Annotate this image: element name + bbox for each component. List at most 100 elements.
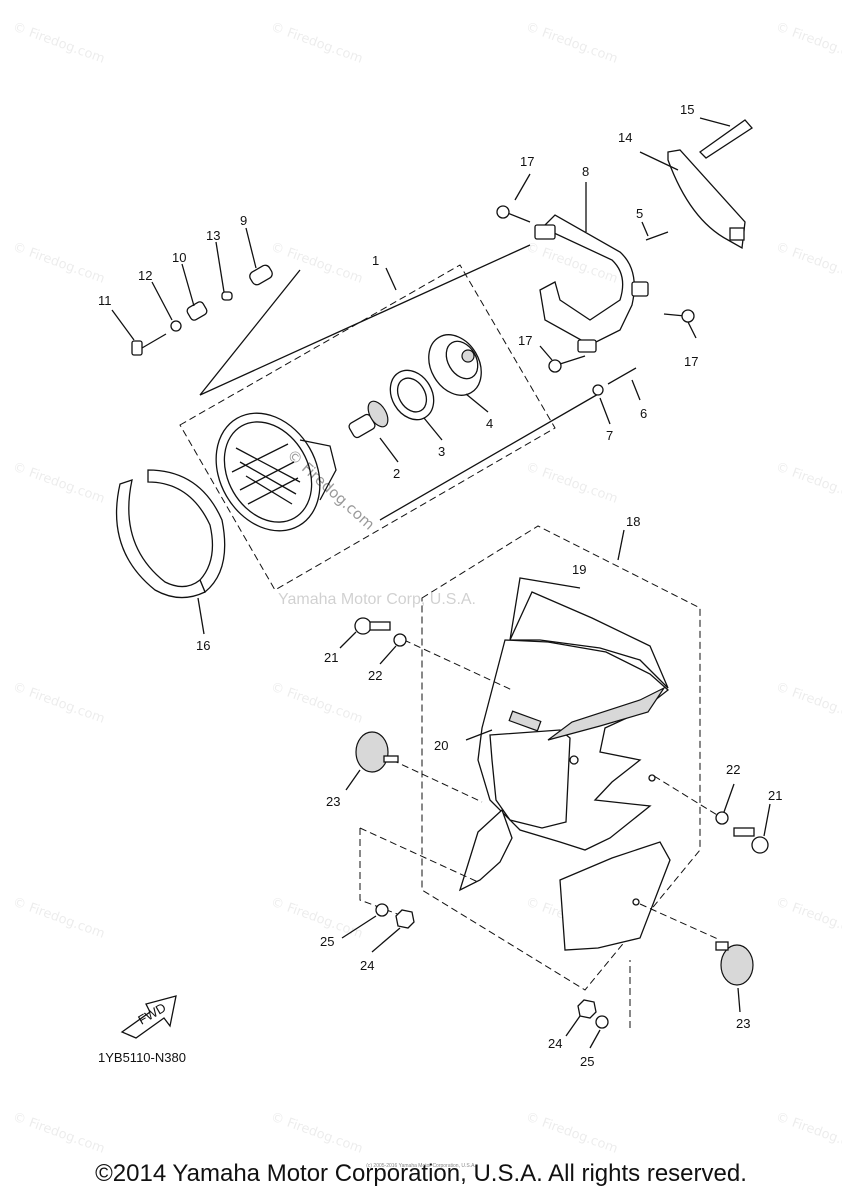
bracket-cover (667, 149, 746, 250)
part-label-13: 13 (206, 228, 220, 243)
leader-line (639, 903, 721, 941)
part-13-pin (221, 291, 233, 301)
adjuster-parts (131, 264, 273, 356)
watermark: © Firedog.com (524, 240, 620, 287)
watermark: © Firedog.com (774, 895, 842, 942)
diagram-code: 1YB5110-N380 (98, 1050, 186, 1065)
part-label-4: 4 (486, 416, 493, 431)
part-label-12: 12 (138, 268, 152, 283)
leader-line (403, 639, 513, 691)
bulb (348, 400, 389, 439)
watermark: © Firedog.com (11, 1110, 107, 1157)
watermark: © Firedog.com (11, 460, 107, 507)
part-label-18: 18 (626, 514, 640, 529)
label-leaders (111, 117, 771, 1049)
part-label-17-top: 17 (520, 154, 534, 169)
watermark: © Firedog.com (269, 20, 365, 67)
headlight-assembly (131, 244, 637, 591)
watermark: © Firedog.com (524, 20, 620, 67)
watermark: © Firedog.com (11, 895, 107, 942)
watermark: © Firedog.com (774, 20, 842, 67)
washer-25-right (595, 1015, 609, 1029)
part-label-23-left: 23 (326, 794, 340, 809)
part-9-collar (249, 264, 273, 286)
watermark: © Firedog.com (774, 1110, 842, 1157)
part-label-19: 19 (572, 562, 586, 577)
leader-line (199, 244, 531, 396)
part-label-15: 15 (680, 102, 694, 117)
cowl-body (477, 639, 670, 851)
watermark-layer: © Firedog.com © Firedog.com © Firedog.co… (11, 20, 842, 1157)
watermark: © Firedog.com (269, 1110, 365, 1157)
center-watermark: Yamaha Motor Corp, U.S.A. (278, 591, 476, 608)
watermark: © Firedog.com (774, 240, 842, 287)
right-side-panel (559, 841, 671, 951)
part-10-bushing (186, 301, 208, 321)
part-label-2: 2 (393, 466, 400, 481)
bolt-21-right (733, 827, 769, 854)
part-label-20: 20 (434, 738, 448, 753)
part-label-22-left: 22 (368, 668, 382, 683)
left-side-panel (458, 808, 513, 892)
part-label-3: 3 (438, 444, 445, 459)
watermark: © Firedog.com (11, 680, 107, 727)
watermark: © Firedog.com (269, 240, 365, 287)
part-label-10: 10 (172, 250, 186, 265)
part-label-16: 16 (196, 638, 210, 653)
adjuster-screw (592, 367, 637, 396)
headlight-bracket (534, 214, 649, 353)
part-label-11: 11 (98, 293, 112, 308)
watermark: © Firedog.com (524, 460, 620, 507)
washer-22-left (393, 633, 407, 647)
bolt-21-left (354, 617, 391, 635)
mount-hole (648, 774, 656, 782)
nut-24-right (577, 999, 597, 1019)
bulb-ring (389, 369, 435, 421)
part-label-24-left: 24 (360, 958, 374, 973)
part-label-25-right: 25 (580, 1054, 594, 1069)
watermark: © Firedog.com (269, 895, 365, 942)
fwd-arrow: FWD (120, 995, 177, 1039)
part-label-17-left: 17 (518, 333, 532, 348)
part-label-6: 6 (640, 406, 647, 421)
watermark: © Firedog.com (774, 460, 842, 507)
part-label-24-right: 24 (548, 1036, 562, 1051)
watermark: © Firedog.com (11, 240, 107, 287)
watermark: © Firedog.com (269, 680, 365, 727)
part-label-22-right: 22 (726, 762, 740, 777)
watermark: © Firedog.com (774, 680, 842, 727)
mount-hole (569, 755, 579, 765)
assembly-1-boundary (179, 264, 556, 591)
bottom-note: (c) 2005-2016 Yamaha Motor Corporation, … (366, 1163, 476, 1169)
leader-line (379, 392, 601, 521)
copyright-notice: ©2014 Yamaha Motor Corporation, U.S.A. A… (95, 1160, 747, 1187)
leader-line (653, 775, 723, 819)
yamaha-emblem (508, 710, 542, 732)
watermark: © Firedog.com (11, 20, 107, 67)
part-label-14: 14 (618, 130, 632, 145)
assembly-18-boundary (421, 525, 701, 991)
part-11-screw (131, 333, 167, 356)
part-label-23-right: 23 (736, 1016, 750, 1031)
cowl-stripe (547, 686, 666, 741)
grommet-23-right (715, 941, 754, 986)
headlight-lens (215, 412, 337, 532)
mount-hole (632, 898, 640, 906)
part-label-7: 7 (606, 428, 613, 443)
part-label-1: 1 (372, 253, 379, 268)
visor (508, 591, 669, 689)
part-12-washer (170, 320, 182, 332)
leader-line (359, 827, 479, 883)
leader-line (359, 828, 401, 916)
cable-tie (698, 119, 753, 159)
leader-line (199, 269, 301, 396)
washer-22-right (715, 811, 729, 825)
headlight-rim (115, 469, 226, 599)
part-label-21-right: 21 (768, 788, 782, 803)
leader-line (509, 577, 581, 641)
cowl-assembly (354, 525, 769, 1029)
watermark: © Firedog.com (524, 1110, 620, 1157)
bracket-bolts (496, 205, 695, 373)
part-label-5: 5 (636, 206, 643, 221)
